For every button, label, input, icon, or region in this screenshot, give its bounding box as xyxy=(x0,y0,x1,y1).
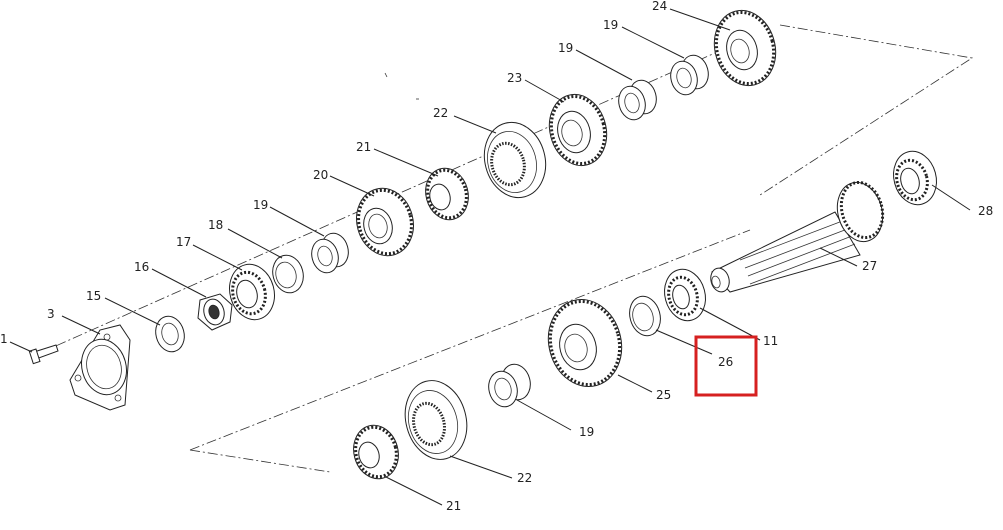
gear-part-20 xyxy=(356,187,414,257)
label-11: 11 xyxy=(763,334,778,348)
bushing-part-19-middle xyxy=(618,79,657,121)
synchronizer-part-22-bottom xyxy=(404,380,468,460)
label-15: 15 xyxy=(86,289,101,303)
gear-part-23 xyxy=(548,93,608,167)
gear-part-21-bottom xyxy=(353,424,399,480)
label-23: 23 xyxy=(507,71,522,85)
gear-part-24 xyxy=(713,9,777,87)
label-21-b: 21 xyxy=(446,499,461,513)
label-22-b: 22 xyxy=(517,471,532,485)
label-28: 28 xyxy=(978,204,993,218)
synchronizer-part-22-top xyxy=(483,121,547,199)
shaft-part-27 xyxy=(710,180,885,293)
bolt-part-1 xyxy=(28,344,59,365)
part-labels: 1 3 15 16 17 18 19 20 21 22 23 19 19 24 … xyxy=(0,0,993,513)
label-19-d: 19 xyxy=(579,425,594,439)
label-26: 26 xyxy=(718,355,733,369)
bushing-part-19-bottom xyxy=(488,363,531,408)
ring-part-18 xyxy=(272,254,304,294)
label-24: 24 xyxy=(652,0,667,13)
flange-plate-part-3 xyxy=(69,324,131,411)
label-20: 20 xyxy=(313,168,328,182)
bearing-part-17 xyxy=(229,263,275,321)
bearing-part-11 xyxy=(664,268,706,322)
nut-part-16 xyxy=(197,293,233,331)
label-19-a: 19 xyxy=(253,198,268,212)
gear-part-21-top xyxy=(425,167,469,221)
label-16: 16 xyxy=(134,260,149,274)
label-18: 18 xyxy=(208,218,223,232)
label-21-a: 21 xyxy=(356,140,371,154)
label-1: 1 xyxy=(0,332,8,346)
label-19-c: 19 xyxy=(603,18,618,32)
bushing-part-19-right xyxy=(670,54,709,96)
label-27: 27 xyxy=(862,259,877,273)
label-25: 25 xyxy=(656,388,671,402)
bushing-part-19-left xyxy=(311,232,349,274)
leader-lines xyxy=(9,8,971,506)
ring-part-26 xyxy=(629,295,661,337)
washer-part-15 xyxy=(155,315,185,353)
label-22-a: 22 xyxy=(433,106,448,120)
label-19-b: 19 xyxy=(558,41,573,55)
stray-marks xyxy=(384,72,419,100)
label-17: 17 xyxy=(176,235,191,249)
bearing-part-28 xyxy=(893,150,937,206)
highlight-box xyxy=(694,335,758,397)
gear-part-25 xyxy=(547,298,623,388)
label-3: 3 xyxy=(47,307,55,321)
